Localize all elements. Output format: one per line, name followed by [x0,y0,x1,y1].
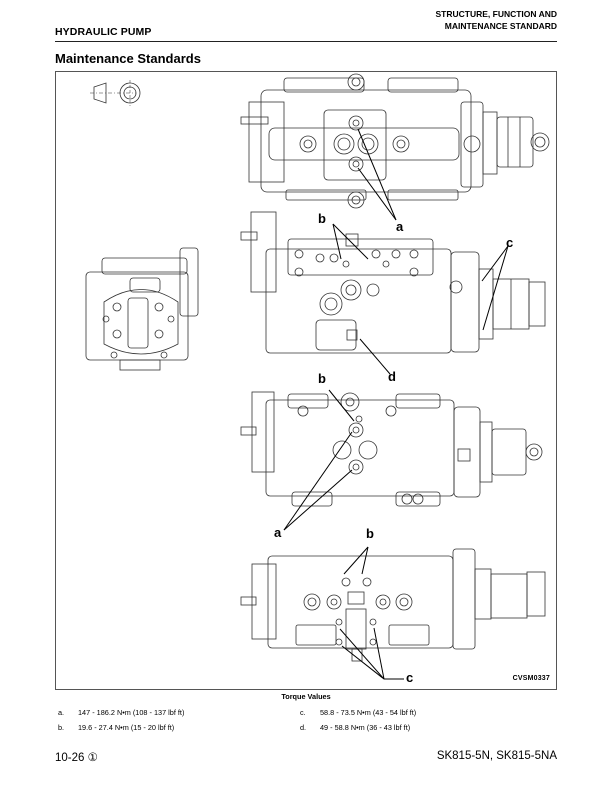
figure-frame: a b c d b a b c CVSM0337 [55,71,557,690]
torque-symbol-icon [90,80,141,106]
pump-illustration [85,73,550,680]
model-numbers: SK815-5N, SK815-5NA [436,750,557,762]
callout-b-view3: b [318,371,326,386]
callout-b-view4: b [366,526,374,541]
callout-arrows-view1 [357,128,397,221]
header-chapter-line2: MAINTENANCE STANDARD [444,21,557,31]
torque-values-title: Torque Values [281,692,331,701]
torque-item-label: d. [300,723,307,732]
callout-arrows-view2 [332,223,509,375]
header-chapter-title: STRUCTURE, FUNCTION AND MAINTENANCE STAN… [435,8,557,32]
header-chapter-line1: STRUCTURE, FUNCTION AND [435,9,557,19]
torque-item-value: 19.6 - 27.4 N•m (15 - 20 lbf ft) [78,723,175,732]
torque-item-label: a. [58,708,65,717]
callout-a-view3: a [274,525,282,540]
callout-arrows-view4 [339,546,404,680]
torque-item-label: b. [58,723,65,732]
torque-item-value: 49 - 58.8 N•m (36 - 43 lbf ft) [320,723,411,732]
torque-item-label: c. [300,708,306,717]
figure-id: CVSM0337 [512,675,550,682]
callout-b-view2: b [318,211,326,226]
callout-arrows-view3 [283,389,355,531]
callout-c-view4: c [406,670,414,685]
header-divider [55,41,557,42]
pump-view-bottom [240,391,543,507]
callout-a-view1: a [396,219,404,234]
callout-c-view2: c [506,235,514,250]
pump-view-rear [240,548,546,662]
pump-view-top [240,73,550,209]
callout-d-view2: d [388,369,396,384]
pump-view-side [85,247,199,371]
page-number: 10-26 ① [55,752,98,764]
pump-view-front [240,211,546,354]
page-title: Maintenance Standards [55,51,201,66]
torque-item-value: 58.8 - 73.5 N•m (43 - 54 lbf ft) [320,708,417,717]
torque-item-value: 147 - 186.2 N•m (108 - 137 lbf ft) [78,708,185,717]
header-section-title: HYDRAULIC PUMP [55,26,152,38]
